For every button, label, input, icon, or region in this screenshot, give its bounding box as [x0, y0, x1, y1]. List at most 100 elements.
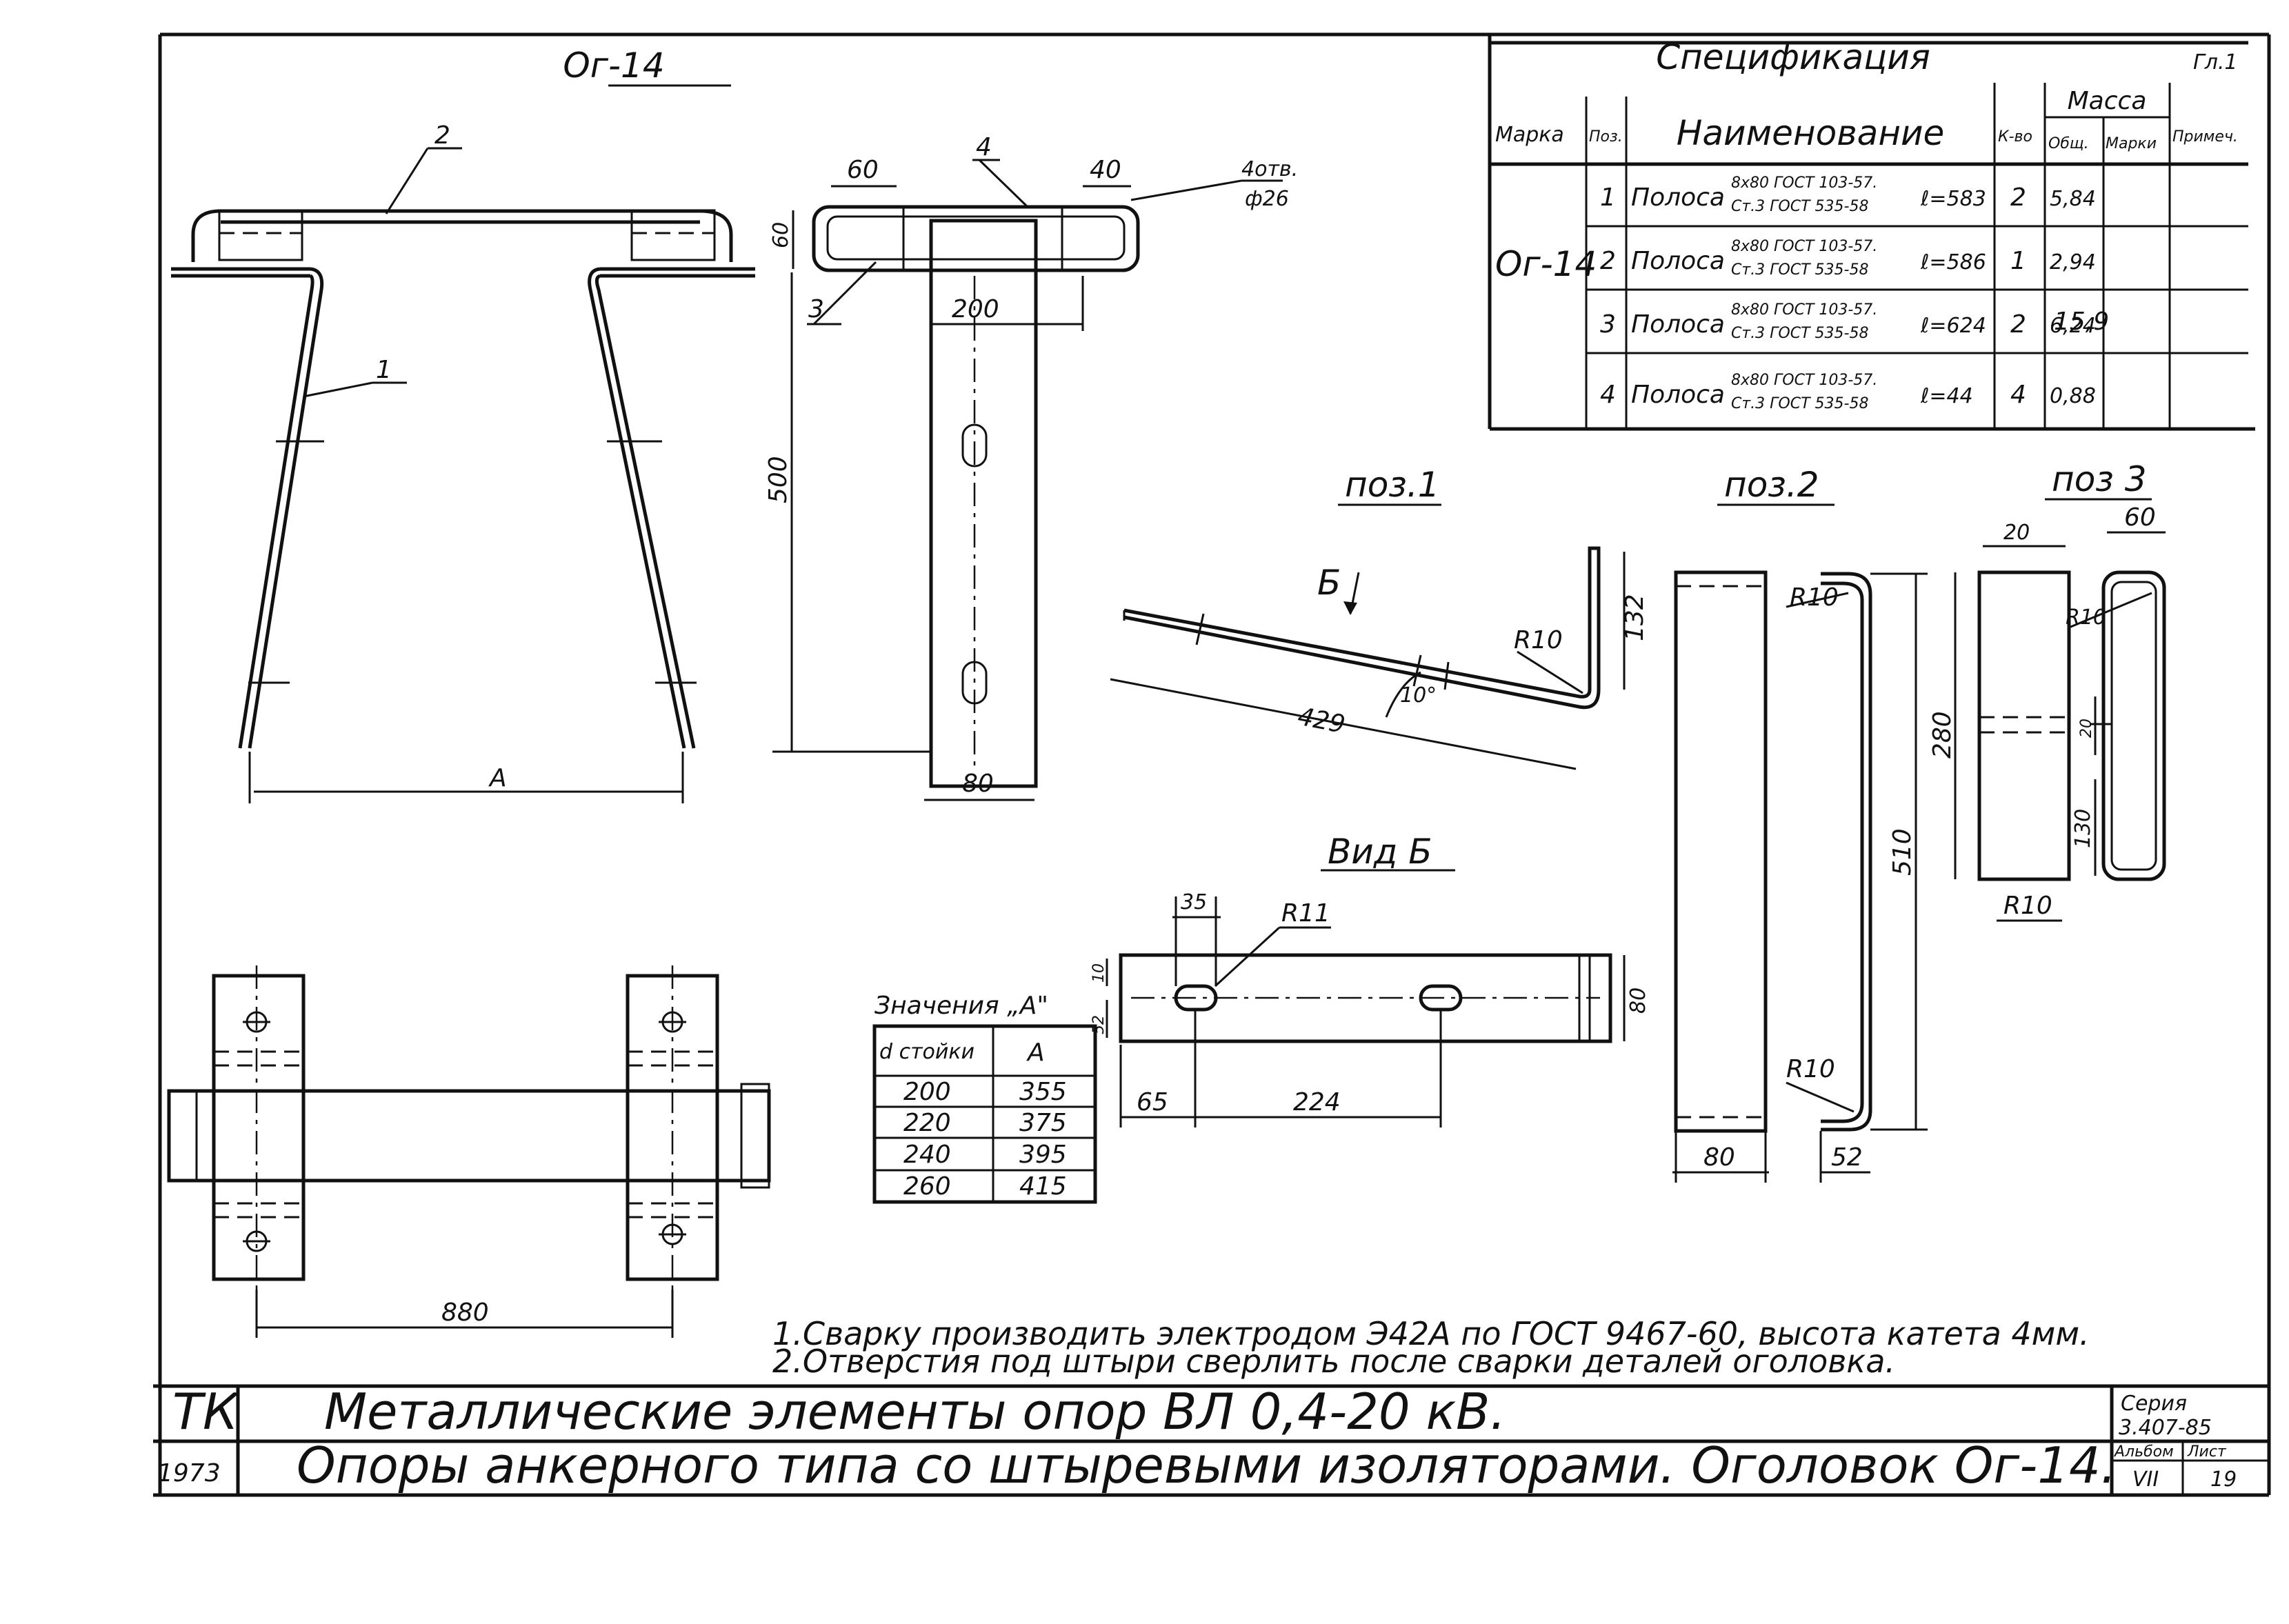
dim-vb-224: 224 — [1293, 1088, 1341, 1116]
values-cell-d: 220 — [903, 1109, 951, 1137]
note-1: 1.Сварку производить электродом Э42А по … — [772, 1315, 2090, 1352]
spec-row: 3 Полоса 8х80 ГОСТ 103-57. Ст.3 ГОСТ 535… — [1600, 301, 2096, 342]
spec-row-name: Полоса — [1631, 247, 1725, 275]
spec-row: 4 Полоса 8х80 ГОСТ 103-57. Ст.3 ГОСТ 535… — [1600, 372, 2096, 412]
values-header-d: d стойки — [879, 1040, 974, 1064]
values-table: Значения „А" d стойки А 200 355 220 375 … — [872, 992, 1097, 1204]
pos2-detail: поз.2 R10 R10 510 80 52 — [1672, 465, 1928, 1183]
values-cell-d: 240 — [903, 1141, 951, 1169]
dim-p3-130: 130 — [2071, 809, 2095, 848]
spec-row-line2: Ст.3 ГОСТ 535-58 — [1731, 261, 1868, 279]
title-block-sheet-label: Лист — [2187, 1443, 2227, 1461]
values-row: 200 355 — [903, 1078, 1067, 1106]
dim-vb-10: 10 — [1090, 963, 1108, 983]
dim-top-60v: 60 — [769, 222, 793, 248]
values-row: 260 415 — [903, 1172, 1067, 1201]
spec-row-mass: 5,84 — [2050, 187, 2096, 211]
callout-1: 1 — [376, 356, 392, 384]
spec-header-note: Примеч. — [2172, 128, 2238, 146]
pos1-detail: поз.1 Б 429 10° 132 R10 — [1110, 465, 1649, 770]
dim-p3-R10b: R10 — [2003, 892, 2052, 920]
spec-row-pos: 1 — [1600, 183, 1616, 212]
values-cell-d: 200 — [903, 1078, 951, 1106]
spec-row-pos: 4 — [1600, 381, 1616, 409]
plan-view: 880 — [167, 965, 771, 1338]
pos2-title: поз.2 — [1724, 465, 1819, 505]
dim-p1-132: 132 — [1621, 594, 1649, 641]
holes-note: 4отв. — [1241, 157, 1298, 181]
holes-dia: ф26 — [1245, 187, 1289, 211]
note-2: 2.Отверстия под штыри сверлить после сва… — [772, 1343, 1895, 1380]
sheet-frame — [153, 32, 2271, 1497]
spec-row: 2 Полоса 8х80 ГОСТ 103-57. Ст.3 ГОСТ 535… — [1600, 238, 2096, 279]
dim-vb-80: 80 — [1626, 988, 1650, 1014]
spec-title: Спецификация — [1656, 37, 1930, 77]
spec-row-pos: 2 — [1600, 247, 1616, 275]
spec-row-length: ℓ=583 — [1920, 187, 1986, 211]
spec-row-mass: 6,24 — [2050, 314, 2096, 338]
spec-row-qty: 4 — [2010, 381, 2026, 409]
spec-row-line1: 8х80 ГОСТ 103-57. — [1731, 301, 1877, 319]
values-row: 240 395 — [903, 1141, 1067, 1169]
spec-row-length: ℓ=586 — [1920, 250, 1986, 274]
spec-row-length: ℓ=44 — [1920, 384, 1973, 408]
notes: 1.Сварку производить электродом Э42А по … — [772, 1315, 2090, 1380]
dim-p3-20v: 20 — [2078, 719, 2095, 738]
dim-p2-80: 80 — [1703, 1143, 1735, 1172]
view-b-detail: Вид Б 35 R11 10 52 80 65 224 — [1090, 832, 1650, 1127]
spec-row-line1: 8х80 ГОСТ 103-57. — [1731, 174, 1877, 192]
title-block-album-value: VII — [2132, 1467, 2159, 1492]
spec-header-mass-total: Общ. — [2048, 135, 2089, 152]
dim-top-80: 80 — [962, 770, 994, 798]
spec-header-mark: Марка — [1495, 123, 1564, 147]
title-block-line1: Металлические элементы опор ВЛ 0,4-20 кВ… — [324, 1383, 1506, 1441]
title-block-line2: Опоры анкерного типа со штыревыми изолят… — [297, 1436, 2117, 1494]
values-table-title: Значения „А" — [874, 992, 1048, 1020]
spec-row-qty: 2 — [2010, 183, 2026, 212]
title-block-series-label: Серия — [2121, 1392, 2187, 1416]
dim-top-60: 60 — [847, 156, 879, 184]
spec-row-qty: 2 — [2010, 310, 2026, 339]
dim-p2-510: 510 — [1888, 828, 1917, 876]
values-cell-d: 260 — [903, 1172, 951, 1201]
values-cell-a: 395 — [1019, 1141, 1067, 1169]
dim-A: А — [488, 764, 507, 792]
spec-row-mass: 2,94 — [2050, 250, 2096, 274]
dim-top-200: 200 — [952, 295, 999, 323]
dim-p1-429: 429 — [1295, 703, 1347, 739]
dim-vb-65: 65 — [1137, 1088, 1168, 1116]
title-block-sheet-value: 19 — [2210, 1467, 2237, 1492]
side-view: 60 40 60 200 500 80 4 4отв. ф26 3 — [764, 133, 1298, 801]
pos1-title: поз.1 — [1345, 465, 1440, 505]
spec-row-qty: 1 — [2010, 247, 2026, 275]
spec-header-mass: Масса — [2068, 87, 2147, 115]
spec-header-name: Наименование — [1677, 113, 1945, 153]
spec-header-pos: Поз. — [1589, 128, 1623, 146]
spec-row-mass: 0,88 — [2050, 384, 2096, 408]
pos3-title: поз 3 — [2052, 459, 2147, 499]
values-header-a: А — [1026, 1039, 1045, 1067]
spec-mass-mark-value: 15,9 — [2054, 308, 2109, 336]
spec-row: 1 Полоса 8х80 ГОСТ 103-57. Ст.3 ГОСТ 535… — [1600, 174, 2096, 215]
dim-vb-R11: R11 — [1281, 899, 1330, 928]
spec-header-qty: К-во — [1998, 128, 2032, 146]
spec-header-mass-mark: Марки — [2106, 135, 2157, 152]
dim-p2-52: 52 — [1831, 1143, 1863, 1172]
spec-corner: Гл.1 — [2193, 50, 2238, 74]
callout-3: 3 — [808, 295, 824, 323]
spec-row-name: Полоса — [1631, 183, 1725, 212]
spec-row-line1: 8х80 ГОСТ 103-57. — [1731, 372, 1877, 389]
title-block: ТК 1973 Металлические элементы опор ВЛ 0… — [153, 1383, 2269, 1495]
values-cell-a: 415 — [1019, 1172, 1067, 1201]
arrow-b-label: Б — [1317, 563, 1341, 603]
dim-top-40: 40 — [1090, 156, 1121, 184]
spec-row-length: ℓ=624 — [1920, 314, 1986, 338]
spec-row-name: Полоса — [1631, 381, 1725, 409]
dim-p3-280: 280 — [1928, 711, 1957, 759]
spec-row-line1: 8х80 ГОСТ 103-57. — [1731, 238, 1877, 255]
callout-4: 4 — [976, 133, 992, 161]
dim-p3-R10a: R10 — [2066, 605, 2106, 630]
main-title: Ог-14 — [563, 46, 664, 86]
values-cell-a: 355 — [1019, 1078, 1067, 1106]
